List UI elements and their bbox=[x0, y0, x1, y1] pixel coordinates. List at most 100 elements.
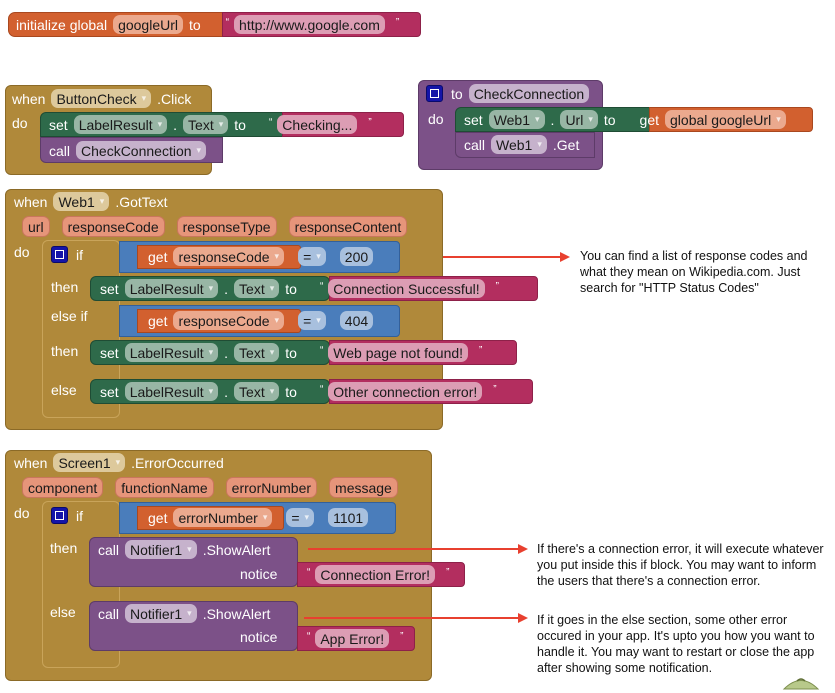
mutator-icon[interactable] bbox=[51, 246, 68, 263]
variable-dropdown[interactable]: responseCode bbox=[173, 247, 285, 266]
component-dropdown[interactable]: LabelResult bbox=[124, 279, 219, 298]
quote-open: “ bbox=[319, 384, 324, 395]
dot-separator: . bbox=[550, 111, 555, 128]
set-keyword: set bbox=[100, 344, 119, 361]
event-param-responsecode[interactable]: responseCode bbox=[61, 216, 165, 237]
component-dropdown[interactable]: LabelResult bbox=[124, 382, 219, 401]
get-keyword: get bbox=[639, 111, 660, 128]
notice-arg-label: notice bbox=[240, 629, 278, 645]
component-dropdown[interactable]: ButtonCheck bbox=[51, 89, 152, 108]
quote-open: “ bbox=[268, 117, 273, 128]
method-name: .ShowAlert bbox=[202, 541, 271, 558]
annotation-arrow bbox=[308, 544, 528, 554]
procedure-name[interactable]: CheckConnection bbox=[468, 84, 590, 103]
set-keyword: set bbox=[464, 111, 483, 128]
url-value[interactable]: http://www.google.com bbox=[234, 15, 385, 34]
number-value[interactable]: 200 bbox=[339, 247, 374, 266]
string-value[interactable]: Other connection error! bbox=[328, 382, 483, 401]
variable-dropdown[interactable]: responseCode bbox=[173, 311, 285, 330]
string-value[interactable]: Connection Error! bbox=[315, 565, 436, 584]
quote-close: ” bbox=[493, 384, 497, 395]
component-dropdown[interactable]: LabelResult bbox=[73, 115, 168, 134]
else-if-keyword: else if bbox=[51, 308, 88, 324]
then-keyword: then bbox=[51, 279, 79, 295]
mutator-icon[interactable] bbox=[51, 507, 68, 524]
then-keyword: then bbox=[50, 540, 78, 556]
number-value[interactable]: 404 bbox=[339, 311, 374, 330]
operator-dropdown[interactable]: = bbox=[298, 311, 326, 330]
quote-open: “ bbox=[319, 281, 324, 292]
event-param-responsetype[interactable]: responseType bbox=[176, 216, 277, 237]
property-dropdown[interactable]: Text bbox=[183, 115, 229, 134]
variable-dropdown[interactable]: errorNumber bbox=[173, 508, 273, 527]
initialize-global-keyword: initialize global bbox=[16, 16, 108, 33]
component-dropdown[interactable]: LabelResult bbox=[124, 343, 219, 362]
string-value[interactable]: Web page not found! bbox=[328, 343, 469, 362]
dot-separator: . bbox=[173, 116, 178, 133]
call-keyword: call bbox=[49, 142, 71, 159]
property-dropdown[interactable]: Text bbox=[234, 279, 280, 298]
method-name: .ShowAlert bbox=[202, 605, 271, 622]
call-keyword: call bbox=[98, 605, 120, 622]
annotation-arrow bbox=[443, 252, 570, 262]
component-dropdown[interactable]: Web1 bbox=[53, 192, 110, 211]
event-param-url[interactable]: url bbox=[22, 216, 50, 237]
component-dropdown[interactable]: Web1 bbox=[491, 135, 547, 154]
quote-open: “ bbox=[319, 345, 324, 356]
get-keyword: get bbox=[148, 312, 168, 329]
call-keyword: call bbox=[98, 541, 120, 558]
component-dropdown[interactable]: Screen1 bbox=[53, 453, 126, 472]
to-keyword: to bbox=[603, 111, 616, 128]
to-keyword: to bbox=[189, 16, 201, 33]
quote-open: “ bbox=[307, 567, 311, 578]
component-dropdown[interactable]: Notifier1 bbox=[125, 604, 197, 623]
if-keyword: if bbox=[76, 507, 83, 524]
dot-separator: . bbox=[224, 344, 229, 361]
operator-dropdown[interactable]: = bbox=[298, 247, 326, 266]
when-keyword: when bbox=[14, 193, 48, 210]
connection-error-note: If there's a connection error, it will e… bbox=[537, 542, 824, 588]
event-param-responsecontent[interactable]: responseContent bbox=[288, 216, 408, 237]
dot-separator: . bbox=[224, 383, 229, 400]
property-dropdown[interactable]: Url bbox=[560, 110, 598, 129]
when-keyword: when bbox=[14, 454, 48, 471]
event-param-functionname[interactable]: functionName bbox=[115, 477, 214, 498]
then-keyword: then bbox=[51, 343, 79, 359]
quote-close: ” bbox=[495, 281, 499, 292]
else-keyword: else bbox=[50, 604, 76, 620]
quote-open: “ bbox=[307, 631, 311, 642]
event-param-component[interactable]: component bbox=[22, 477, 104, 498]
global-var-name[interactable]: googleUrl bbox=[113, 15, 183, 34]
event-name: .GotText bbox=[115, 193, 168, 210]
event-param-message[interactable]: message bbox=[329, 477, 398, 498]
to-keyword: to bbox=[285, 383, 297, 400]
quote-open: “ bbox=[225, 17, 230, 28]
method-name: .Get bbox=[552, 136, 580, 153]
property-dropdown[interactable]: Text bbox=[234, 382, 280, 401]
mutator-icon[interactable] bbox=[426, 85, 443, 102]
set-web-url-block[interactable] bbox=[455, 107, 650, 132]
component-dropdown[interactable]: Notifier1 bbox=[125, 540, 197, 559]
event-param-errornumber[interactable]: errorNumber bbox=[225, 477, 318, 498]
quote-close: ” bbox=[479, 345, 483, 356]
procedure-dropdown[interactable]: CheckConnection bbox=[76, 141, 207, 160]
operator-dropdown[interactable]: = bbox=[286, 508, 315, 527]
quote-close: ” bbox=[395, 17, 400, 28]
set-keyword: set bbox=[100, 383, 119, 400]
component-dropdown[interactable]: Web1 bbox=[488, 110, 545, 129]
do-keyword: do bbox=[14, 505, 30, 521]
number-value[interactable]: 1101 bbox=[328, 508, 369, 527]
variable-dropdown[interactable]: global googleUrl bbox=[665, 110, 786, 129]
string-value[interactable]: Connection Successful! bbox=[328, 279, 485, 298]
do-keyword: do bbox=[12, 115, 28, 131]
trash-can-icon[interactable] bbox=[782, 676, 820, 690]
get-keyword: get bbox=[148, 509, 168, 526]
property-dropdown[interactable]: Text bbox=[234, 343, 280, 362]
string-value[interactable]: App Error! bbox=[315, 629, 390, 648]
dot-separator: . bbox=[224, 280, 229, 297]
string-value[interactable]: Checking... bbox=[277, 115, 358, 134]
annotation-arrow bbox=[304, 613, 528, 623]
else-section-note: If it goes in the else section, some oth… bbox=[537, 613, 815, 675]
else-keyword: else bbox=[51, 382, 77, 398]
event-name: .Click bbox=[157, 90, 192, 107]
